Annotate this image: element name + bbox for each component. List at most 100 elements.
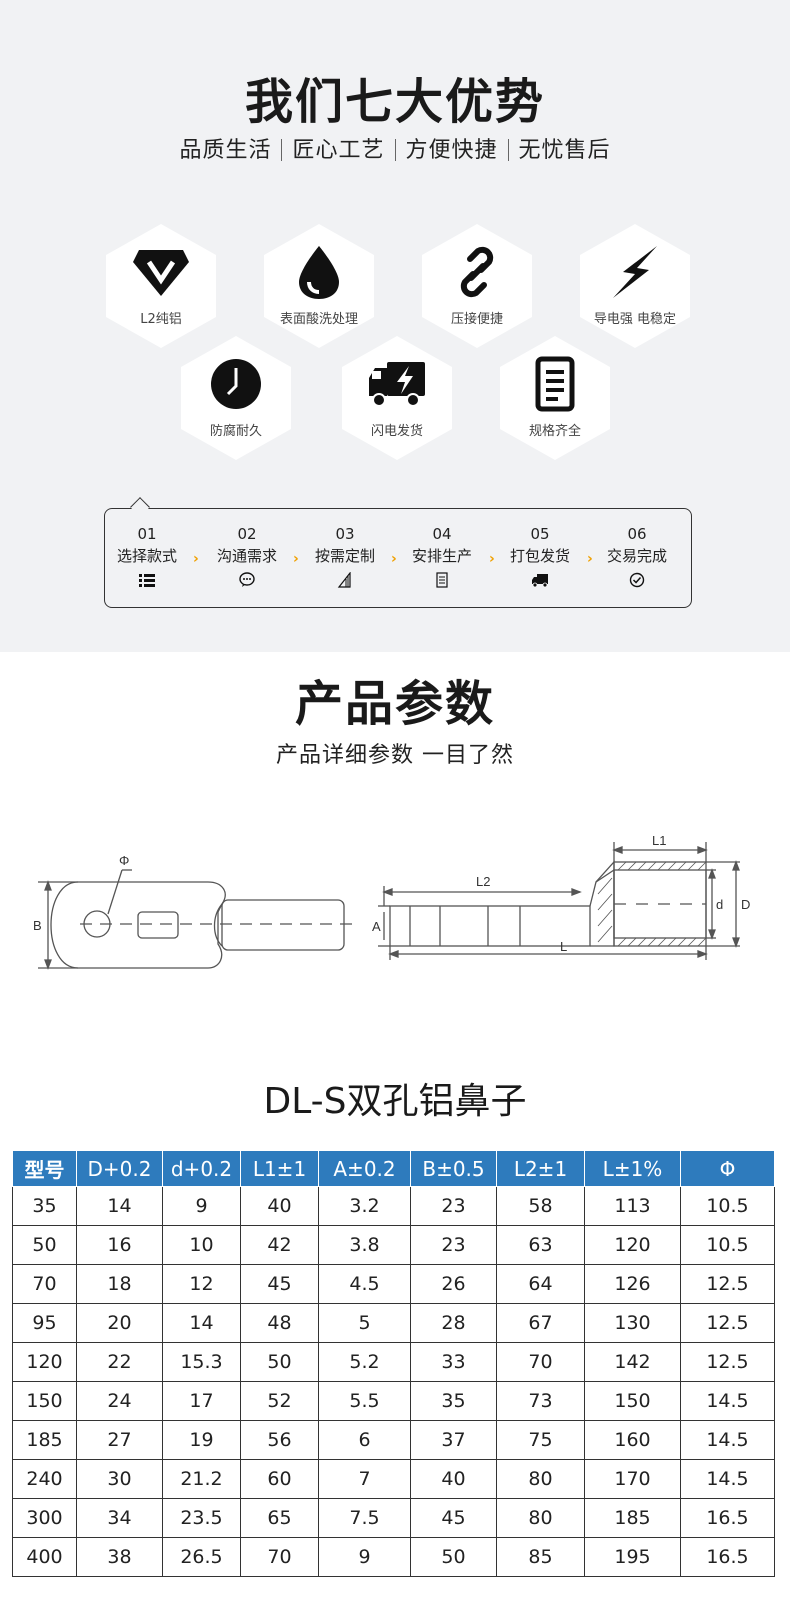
table-cell: 80 — [496, 1459, 585, 1499]
table-cell: 9 — [162, 1186, 241, 1226]
advantage-label: 表面酸洗处理 — [279, 312, 358, 327]
step-arrow: › — [293, 551, 299, 567]
table-cell: 160 — [584, 1420, 681, 1460]
doc-icon — [436, 572, 448, 588]
table-cell: 14 — [162, 1303, 241, 1343]
table-cell: 23.5 — [162, 1498, 241, 1538]
table-cell: 40 — [240, 1186, 319, 1226]
process-step-produce: 04 安排生产 — [400, 525, 484, 588]
step-label: 交易完成 — [606, 547, 667, 565]
process-step-complete: 06 交易完成 — [595, 525, 679, 588]
table-cell: 20 — [76, 1303, 163, 1343]
step-arrow: › — [489, 551, 495, 567]
table-cell: 14.5 — [680, 1420, 775, 1460]
table-cell: 6 — [318, 1420, 411, 1460]
table-cell: 50 — [12, 1225, 77, 1265]
phi-label: Φ — [119, 853, 129, 868]
table-cell: 7.5 — [318, 1498, 411, 1538]
header-cell: L1±1 — [240, 1150, 319, 1187]
technical-drawing: Φ B A L2 L L1 d D — [33, 833, 750, 970]
table-cell: 70 — [496, 1342, 585, 1382]
table-cell: 60 — [240, 1459, 319, 1499]
advantage-pure-aluminum: L2纯铝 — [104, 222, 218, 350]
table-cell: 42 — [240, 1225, 319, 1265]
table-cell: 19 — [162, 1420, 241, 1460]
step-number: 03 — [335, 525, 355, 543]
table-cell: 3.8 — [318, 1225, 411, 1265]
subtitle-item: 匠心工艺 — [292, 138, 385, 163]
table-cell: 170 — [584, 1459, 681, 1499]
divider — [281, 139, 283, 161]
table-cell: 120 — [12, 1342, 77, 1382]
table-cell: 14.5 — [680, 1381, 775, 1421]
dim-label-L2: L2 — [476, 874, 490, 889]
table-cell: 70 — [12, 1264, 77, 1304]
table-cell: 50 — [410, 1537, 497, 1577]
ruler-icon — [337, 572, 351, 588]
step-label: 打包发货 — [509, 547, 570, 565]
table-cell: 12 — [162, 1264, 241, 1304]
advantage-label: 导电强 电稳定 — [593, 312, 677, 327]
table-cell: 75 — [496, 1420, 585, 1460]
table-cell: 12.5 — [680, 1303, 775, 1343]
header-cell: D+0.2 — [76, 1150, 163, 1187]
table-header-row: 型号 D+0.2 d+0.2 L1±1 A±0.2 B±0.5 L2±1 L±1… — [12, 1150, 775, 1187]
table-cell: 15.3 — [162, 1342, 241, 1382]
table-cell: 113 — [584, 1186, 681, 1226]
step-label: 安排生产 — [411, 547, 472, 565]
process-step-communicate: 02 沟通需求 — [205, 525, 289, 588]
table-cell: 126 — [584, 1264, 681, 1304]
process-panel: 01 选择款式 › 02 沟通需求 › 03 按需定制 — [104, 497, 692, 608]
table-cell: 26 — [410, 1264, 497, 1304]
table-cell: 45 — [410, 1498, 497, 1538]
table-cell: 195 — [584, 1537, 681, 1577]
table-cell: 7 — [318, 1459, 411, 1499]
dim-label-D: D — [741, 897, 750, 912]
table-cell: 5.2 — [318, 1342, 411, 1382]
header-cell: d+0.2 — [162, 1150, 241, 1187]
header-cell: L±1% — [584, 1150, 681, 1187]
table-cell: 185 — [584, 1498, 681, 1538]
table-cell: 27 — [76, 1420, 163, 1460]
table-cell: 16.5 — [680, 1498, 775, 1538]
step-arrow: › — [391, 551, 397, 567]
params-subtitle: 产品详细参数 一目了然 — [276, 743, 514, 768]
table-cell: 37 — [410, 1420, 497, 1460]
table-cell: 85 — [496, 1537, 585, 1577]
advantage-label: L2纯铝 — [140, 312, 182, 327]
table-cell: 35 — [12, 1186, 77, 1226]
header-cell: A±0.2 — [318, 1150, 411, 1187]
step-label: 选择款式 — [116, 547, 177, 565]
document-icon — [535, 356, 575, 412]
step-label: 沟通需求 — [216, 547, 277, 565]
subtitle-item: 无忧售后 — [518, 138, 611, 163]
clock-icon — [211, 359, 261, 409]
step-arrow: › — [587, 551, 593, 567]
advantage-label: 压接便捷 — [450, 312, 503, 327]
table-cell: 130 — [584, 1303, 681, 1343]
step-label: 按需定制 — [314, 547, 375, 565]
table-cell: 14.5 — [680, 1459, 775, 1499]
table-cell: 70 — [240, 1537, 319, 1577]
table-cell: 10.5 — [680, 1225, 775, 1265]
header-cell: 型号 — [12, 1150, 77, 1187]
table-cell: 52 — [240, 1381, 319, 1421]
step-arrow: › — [193, 551, 199, 567]
check-circle-icon — [629, 572, 645, 588]
table-cell: 58 — [496, 1186, 585, 1226]
water-drop-icon — [299, 246, 339, 299]
table-cell: 10 — [162, 1225, 241, 1265]
advantage-conductivity: 导电强 电稳定 — [578, 222, 692, 350]
lightning-icon — [613, 246, 657, 298]
dim-label-L: L — [560, 939, 567, 954]
table-cell: 63 — [496, 1225, 585, 1265]
diamond-v-icon — [133, 250, 189, 296]
table-cell: 300 — [12, 1498, 77, 1538]
step-number: 06 — [627, 525, 647, 543]
